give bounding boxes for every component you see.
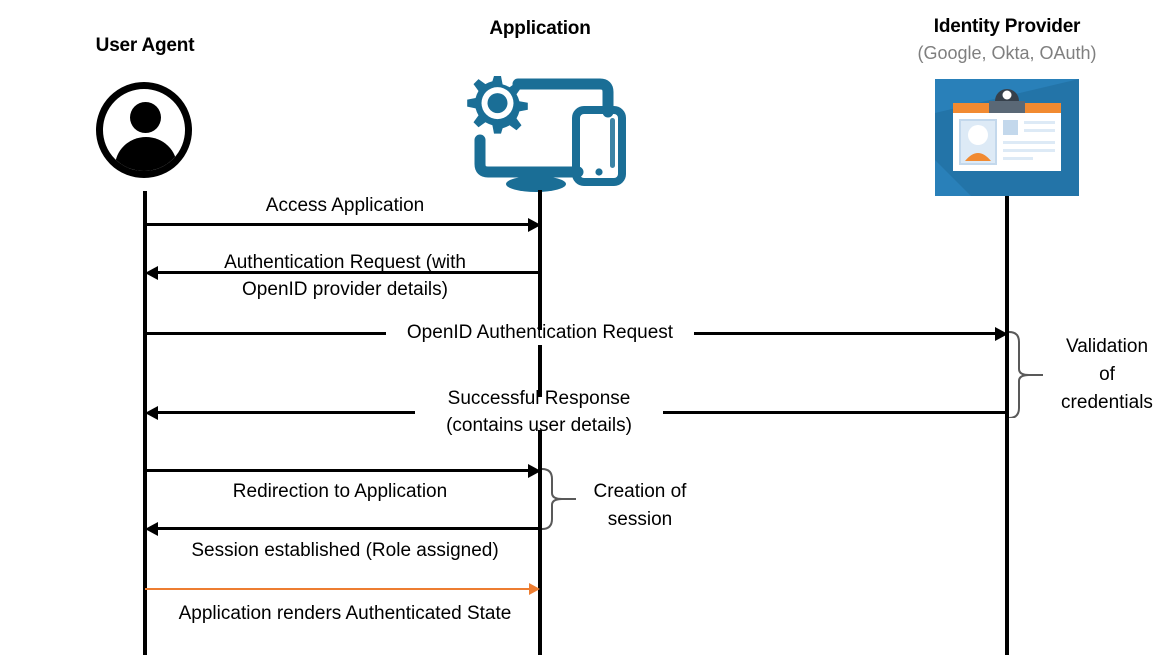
gear-monitor-icon [450,68,635,193]
arrowhead-right-icon [528,218,541,232]
message-label-authentication-request: Authentication Request (with OpenID prov… [224,252,466,300]
message-label-access-application: Access Application [265,195,425,216]
lifeline-user-agent [143,191,147,655]
message-label-application-renders-authenticated-state: Application renders Authenticated State [178,603,512,624]
message-line-successful-response [157,411,415,414]
lifeline-identity-provider [1005,196,1009,655]
arrowhead-left-icon [145,406,158,420]
message-line-openid-auth-request [145,332,386,335]
arrowhead-left-icon [145,522,158,536]
lifeline-application [538,430,542,655]
brace-creation-of-session [540,466,580,532]
message-line-access-application [145,223,530,226]
id-card-icon [935,79,1079,196]
arrowhead-right-icon [528,464,541,478]
brace-validation-of-credentials [1007,328,1047,419]
user-avatar-icon [96,82,192,178]
annotation-label-validation-of-credentials: Validation of credentials [1061,336,1153,413]
message-label-openid-auth-request: OpenID Authentication Request [406,322,674,343]
annotation-label-creation-of-session: Creation of session [593,481,687,530]
message-line-openid-auth-request [694,332,997,335]
lifeline-application [538,345,542,397]
lifeline-application [538,190,542,330]
message-label-successful-response: Successful Response (contains user detai… [446,388,632,436]
arrowhead-left-icon [145,266,158,280]
actor-title-identity-provider: Identity Provider [933,16,1081,37]
arrowhead-right-icon [529,583,540,595]
actor-title-user-agent: User Agent [95,35,195,56]
message-label-session-established: Session established (Role assigned) [191,540,499,561]
message-line-redirection-to-application [145,469,530,472]
arrowhead-right-icon [995,327,1008,341]
message-line-authentication-request [157,271,540,274]
actor-subtitle-identity-provider: (Google, Okta, OAuth) [917,43,1097,63]
message-line-session-established [157,527,540,530]
actor-title-application: Application [489,18,591,39]
message-line-application-renders-authenticated-state [145,588,533,590]
message-label-redirection-to-application: Redirection to Application [232,481,448,502]
message-line-successful-response [663,411,1007,414]
